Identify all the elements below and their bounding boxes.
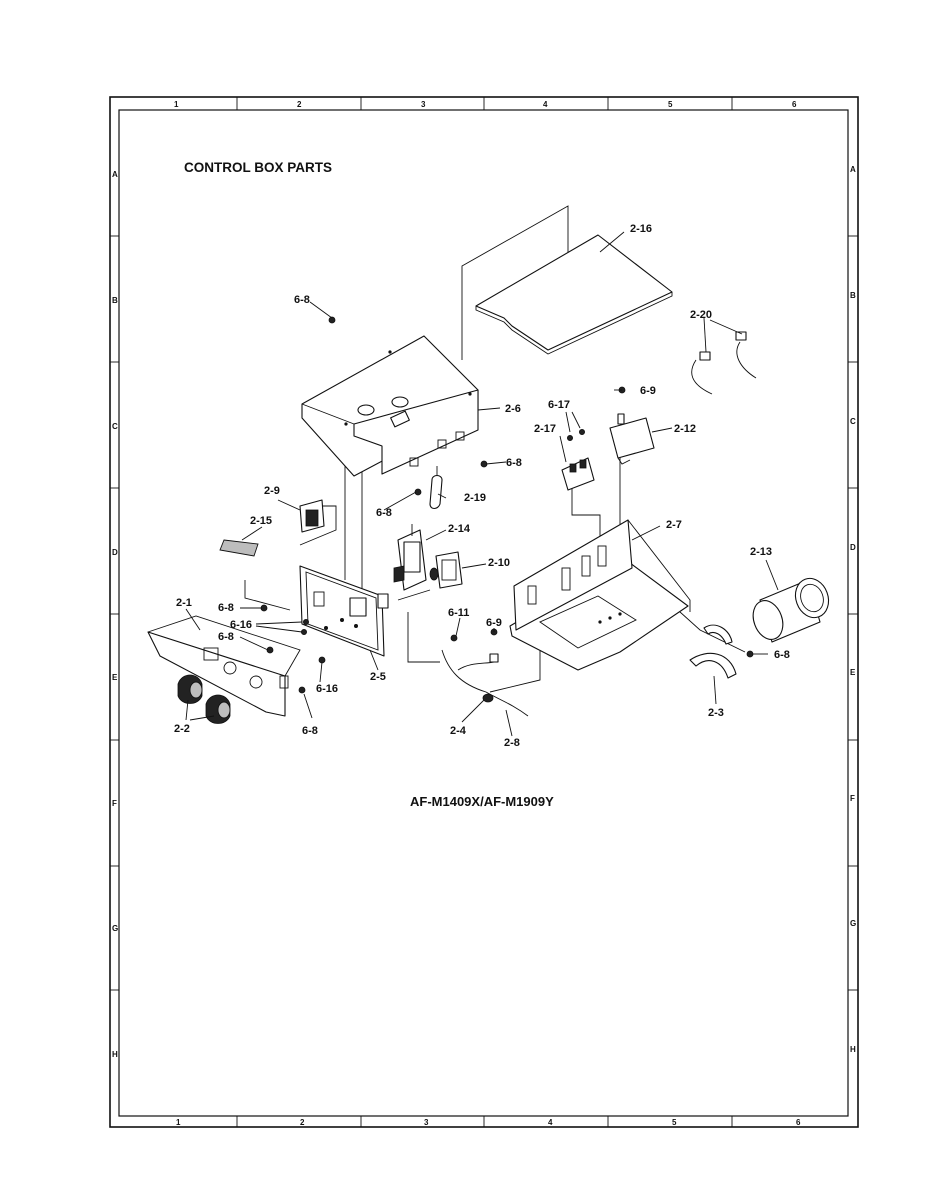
callout-6-8-knob: 6-8: [302, 725, 318, 737]
callout-6-9-capacitor: 6-9: [640, 385, 656, 397]
callout-6-11: 6-11: [448, 607, 469, 619]
callout-labels: 6-8 2-6 6-8 2-16 2-20 6-17 2-17 6-9 2-12…: [174, 223, 790, 749]
callout-2-2: 2-2: [174, 723, 190, 735]
zone-col-4-top: 4: [543, 100, 548, 109]
model-number: AF-M1409X/AF-M1909Y: [410, 794, 554, 809]
top-cover-panel: [475, 234, 673, 355]
switch-bracket: [299, 565, 389, 657]
callout-6-16-bracket: 6-16: [230, 619, 252, 631]
thermal-fuse: [429, 466, 443, 510]
zone-col-6-bottom: 6: [796, 1118, 801, 1127]
leader-lines: [185, 231, 779, 737]
zone-row-h-right: H: [850, 1045, 856, 1054]
zone-row-g-right: G: [850, 919, 856, 928]
callout-2-17: 2-17: [534, 423, 556, 435]
callout-2-12: 2-12: [674, 423, 696, 435]
callout-2-19: 2-19: [464, 492, 486, 504]
callout-6-8-panel: 6-8: [218, 631, 234, 643]
zone-col-3-top: 3: [421, 100, 426, 109]
zone-row-d-right: D: [850, 543, 856, 552]
callout-2-20: 2-20: [690, 309, 712, 321]
front-control-panel: [147, 615, 301, 717]
callout-2-10: 2-10: [488, 557, 510, 569]
callout-2-5: 2-5: [370, 671, 386, 683]
callout-2-9: 2-9: [264, 485, 280, 497]
callout-2-8: 2-8: [504, 737, 520, 749]
drawing-frame: [109, 96, 859, 1128]
insulation-strip: [219, 539, 259, 557]
motor-clamp: [689, 624, 737, 679]
wiring-harness: [441, 649, 529, 717]
zone-row-b-left: B: [112, 296, 118, 305]
zone-row-a-right: A: [850, 165, 856, 174]
timer-switch: [393, 524, 427, 591]
callout-2-4: 2-4: [450, 725, 467, 737]
zone-row-f-right: F: [850, 794, 855, 803]
screws: [260, 316, 754, 694]
zone-row-c-left: C: [112, 422, 118, 431]
fan-motor: [752, 577, 830, 643]
callout-6-8-bracket: 6-8: [218, 602, 234, 614]
control-knobs: [177, 674, 231, 724]
callout-6-8-cover-side: 6-8: [506, 457, 522, 469]
zone-row-h-left: H: [112, 1050, 118, 1059]
base-chassis: [509, 519, 691, 671]
zone-col-1-bottom: 1: [176, 1118, 181, 1127]
zone-row-d-left: D: [112, 548, 118, 557]
zone-col-4-bottom: 4: [548, 1118, 553, 1127]
callout-2-3: 2-3: [708, 707, 724, 719]
callout-2-13: 2-13: [750, 546, 772, 558]
control-box-top-cover: [301, 335, 479, 477]
callout-2-15: 2-15: [250, 515, 272, 527]
callout-6-16-panel: 6-16: [316, 683, 338, 695]
zone-col-2-bottom: 2: [300, 1118, 305, 1127]
zone-col-2-top: 2: [297, 100, 302, 109]
callout-6-8-fuse: 6-8: [376, 507, 392, 519]
callout-2-7: 2-7: [666, 519, 682, 531]
zone-col-3-bottom: 3: [424, 1118, 429, 1127]
selector-motor: [429, 551, 463, 589]
callout-6-9-harness: 6-9: [486, 617, 502, 629]
zone-row-f-left: F: [112, 799, 117, 808]
zone-col-6-top: 6: [792, 100, 797, 109]
zone-row-e-right: E: [850, 668, 856, 677]
callout-2-6: 2-6: [505, 403, 521, 415]
zone-markers: 1 2 3 4 5 6 1 2 3 4 5 6 A B C D E F G H …: [112, 100, 856, 1127]
rocker-switch: [299, 499, 325, 533]
zone-row-e-left: E: [112, 673, 118, 682]
zone-col-5-top: 5: [668, 100, 673, 109]
wire-ties: [691, 331, 757, 395]
diagram-title: CONTROL BOX PARTS: [184, 160, 332, 175]
callout-2-16: 2-16: [630, 223, 652, 235]
zone-row-b-right: B: [850, 291, 856, 300]
zone-row-a-left: A: [112, 170, 118, 179]
run-capacitor: [609, 413, 655, 465]
callout-2-14: 2-14: [448, 523, 471, 535]
callout-6-8-clamp: 6-8: [774, 649, 790, 661]
callout-6-17: 6-17: [548, 399, 570, 411]
terminal-block: [561, 457, 595, 491]
callout-2-1: 2-1: [176, 597, 192, 609]
callout-6-8-top-cover: 6-8: [294, 294, 310, 306]
zone-row-c-right: C: [850, 417, 856, 426]
zone-row-g-left: G: [112, 924, 118, 933]
zone-col-1-top: 1: [174, 100, 179, 109]
zone-col-5-bottom: 5: [672, 1118, 677, 1127]
